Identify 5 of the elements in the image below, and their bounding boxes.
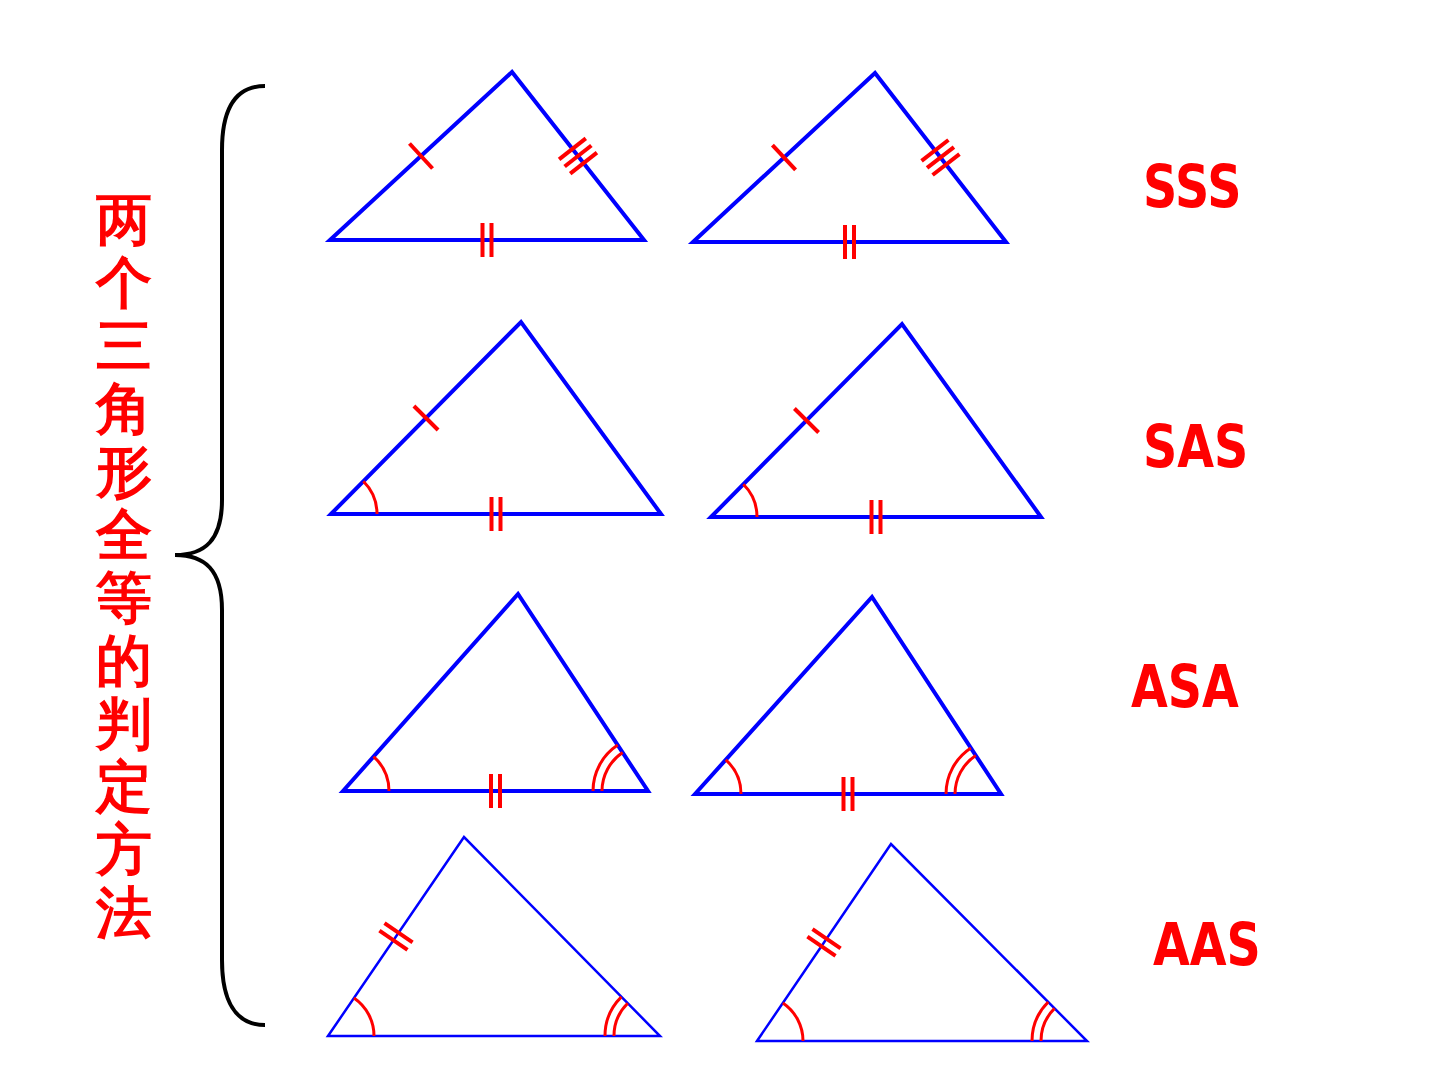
- criterion-label: AAS: [1153, 916, 1261, 974]
- criterion-label: SAS: [1143, 418, 1249, 476]
- vertical-heading: 两个三角形全等的判定方法: [94, 188, 153, 944]
- criterion-label: ASA: [1131, 658, 1239, 716]
- criterion-label: SSS: [1143, 158, 1242, 216]
